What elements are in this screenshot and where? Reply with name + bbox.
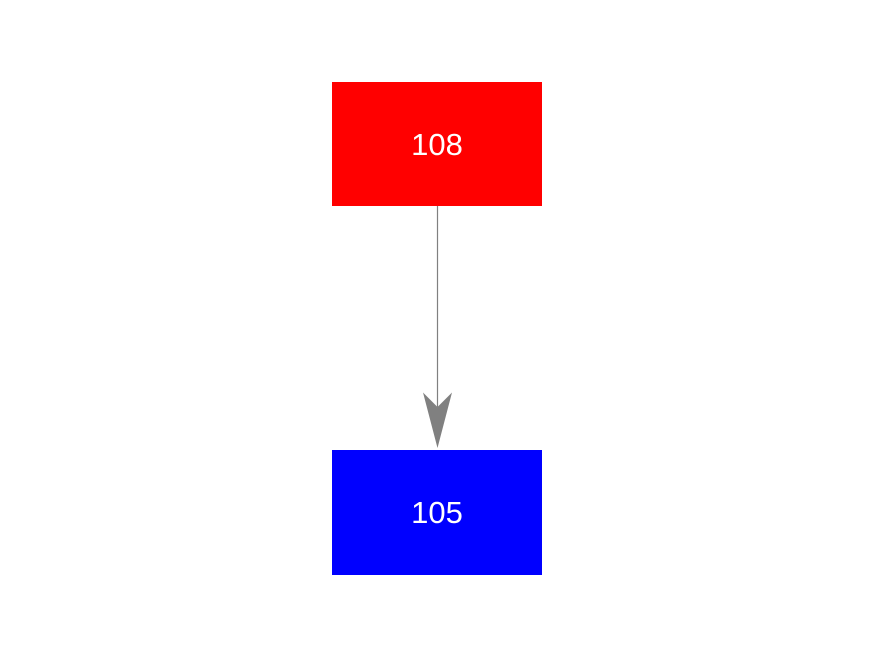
node-108-label: 108: [411, 126, 463, 162]
arrowhead-down-icon: [423, 392, 452, 448]
node-105-label: 105: [411, 495, 463, 530]
node-108: 108: [332, 82, 542, 206]
node-105: 105: [332, 450, 542, 575]
